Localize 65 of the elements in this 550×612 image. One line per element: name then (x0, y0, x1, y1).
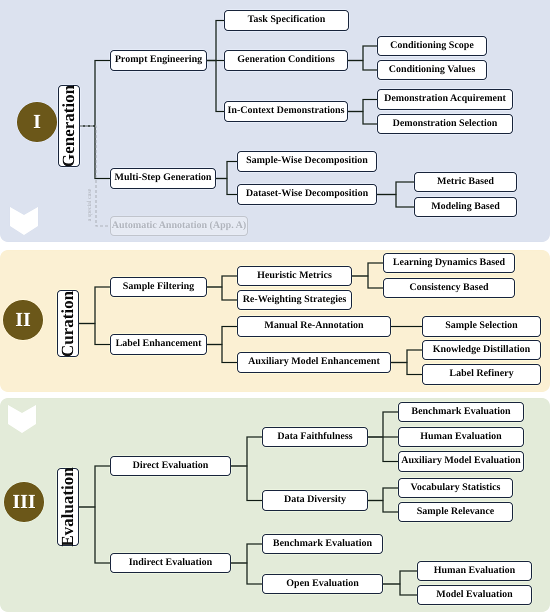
category-box: Benchmark Evaluation (262, 534, 383, 554)
category-box: Auxiliary Model Evaluation (398, 451, 524, 472)
numeral-badge: III (4, 482, 44, 522)
tree-connector (352, 275, 383, 289)
category-box: Manual Re-Annotation (237, 316, 391, 337)
category-box: Modeling Based (414, 197, 517, 217)
category-box: Conditioning Scope (377, 36, 487, 56)
tree-connector (231, 562, 262, 585)
tree-connector (80, 125, 110, 180)
category-box: Learning Dynamics Based (383, 253, 515, 273)
tree-connector (391, 362, 422, 376)
tree-connector (79, 322, 110, 346)
category-box: Label Refinery (422, 364, 541, 385)
category-box: Vocabulary Statistics (398, 478, 513, 498)
category-box: Consistency Based (383, 278, 515, 298)
category-box: Sample Selection (422, 316, 541, 337)
category-box: Data Diversity (262, 490, 368, 511)
section-panel (0, 0, 550, 242)
category-box: Model Evaluation (417, 585, 532, 605)
section-panel (0, 398, 550, 612)
category-box: Benchmark Evaluation (398, 402, 524, 422)
category-box: Sample Relevance (398, 502, 513, 522)
category-box: Heuristic Metrics (237, 266, 352, 286)
category-box: Prompt Engineering (110, 50, 207, 71)
category-box: Re-Weighting Strategies (237, 290, 352, 310)
category-box: Human Evaluation (398, 427, 524, 447)
category-box: Knowledge Distillation (422, 340, 541, 360)
category-box: Multi-Step Generation (110, 168, 216, 189)
category-box: Human Evaluation (417, 561, 532, 581)
category-box: Demonstration Acquirement (377, 89, 513, 110)
category-box: Evaluation (57, 468, 79, 546)
numeral-badge: II (3, 300, 43, 340)
tree-connector (207, 344, 237, 364)
category-box: Sample Filtering (110, 277, 207, 297)
category-box: Data Faithfulness (262, 427, 368, 447)
dashed-connector (80, 125, 110, 227)
numeral-badge: I (17, 102, 57, 142)
tree-connector (348, 110, 377, 125)
category-box: Generation Conditions (224, 50, 348, 71)
tree-connector (348, 60, 377, 71)
tree-connector (377, 194, 414, 208)
section-panel (0, 250, 550, 392)
category-box: In-Context Demonstrations (224, 101, 348, 122)
category-box: Open Evaluation (262, 574, 383, 594)
tree-connector (207, 286, 237, 301)
category-box: Auxiliary Model Enhancement (237, 352, 391, 373)
tree-connector (207, 60, 224, 112)
tree-connector (79, 506, 110, 564)
category-box: Label Enhancement (110, 334, 207, 355)
category-box: Demonstration Selection (377, 114, 513, 134)
category-box: Generation (58, 85, 80, 167)
category-box: Dataset-Wise Decomposition (237, 184, 377, 205)
tree-connector (391, 326, 422, 328)
tree-connector (368, 500, 398, 513)
tree-connector (368, 436, 398, 462)
tree-connector (383, 583, 417, 596)
tree-connector (216, 178, 237, 196)
category-box: Task Specification (224, 10, 349, 31)
category-box: Sample-Wise Decomposition (237, 151, 377, 172)
category-box: Direct Evaluation (110, 456, 231, 476)
tree-connector (231, 465, 262, 502)
category-box: Curation (57, 290, 79, 357)
category-box: Metric Based (414, 172, 517, 192)
category-box: Indirect Evaluation (110, 553, 231, 573)
category-box: Conditioning Values (377, 60, 487, 80)
